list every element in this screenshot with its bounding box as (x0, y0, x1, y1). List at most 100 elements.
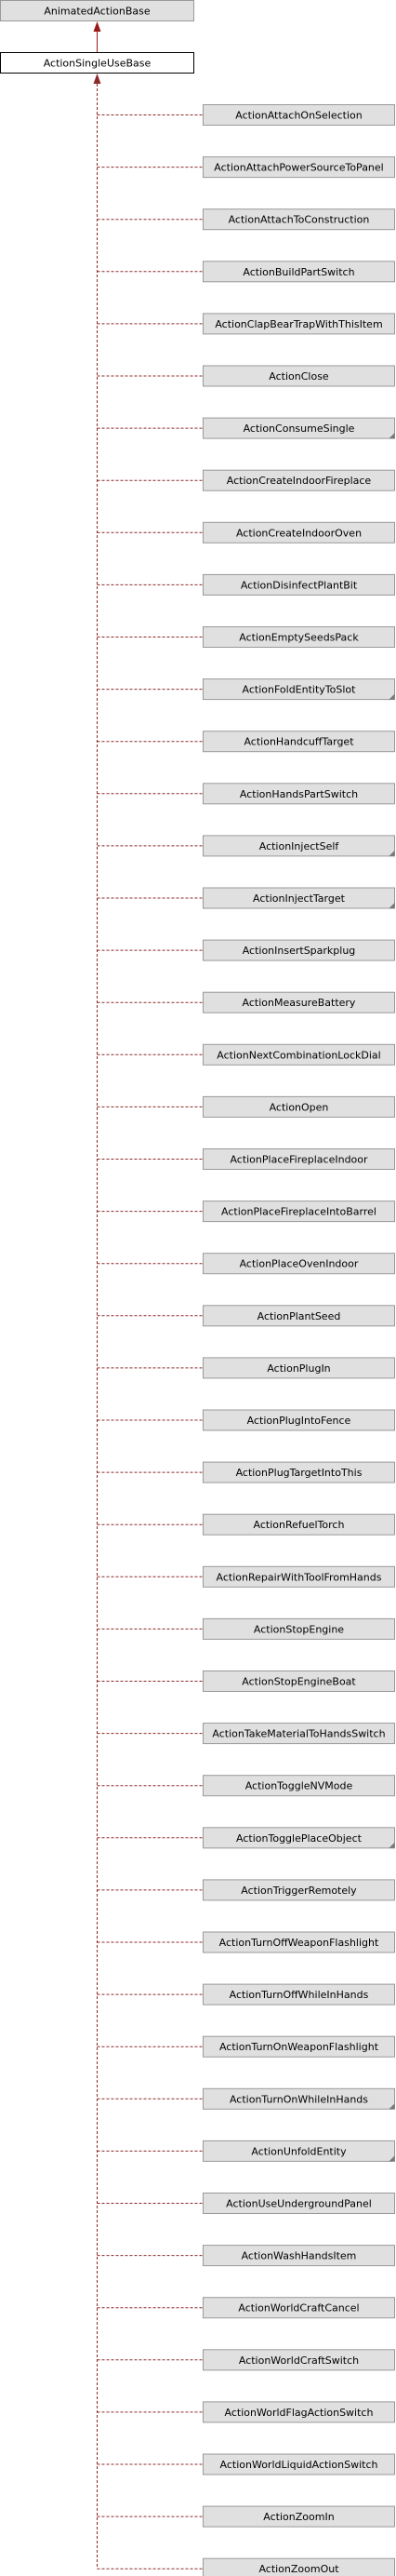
node-box-focused (0, 52, 194, 74)
node-label: ActionConsumeSingle (244, 423, 355, 435)
node-label: ActionWorldLiquidActionSwitch (220, 2459, 378, 2471)
node-derived-class[interactable]: ActionWorldFlagActionSwitch (203, 2401, 395, 2423)
node-label: ActionClose (269, 370, 329, 382)
node-box (203, 1357, 395, 1379)
node-label: ActionDisinfectPlantBit (241, 579, 358, 591)
node-derived-class[interactable]: ActionEmptySeedsPack (203, 626, 395, 648)
node-derived-class[interactable]: ActionZoomOut (203, 2557, 395, 2576)
node-box (203, 1201, 395, 1223)
node-box (203, 2401, 395, 2423)
node-label: ActionCreateIndoorOven (236, 527, 362, 539)
node-box (203, 1253, 395, 1275)
node-derived-class[interactable]: ActionInjectSelf (203, 835, 395, 857)
node-derived-class[interactable]: ActionBuildPartSwitch (203, 261, 395, 283)
node-derived-class[interactable]: ActionPlaceFireplaceIndoor (203, 1148, 395, 1170)
node-action-single-use-base[interactable]: ActionSingleUseBase (0, 52, 194, 74)
node-derived-class[interactable]: ActionTurnOnWhileInHands (203, 2087, 395, 2110)
node-box (203, 1827, 395, 1849)
node-label: ActionUseUndergroundPanel (226, 2198, 372, 2210)
node-derived-class[interactable]: ActionHandcuffTarget (203, 731, 395, 753)
node-box (203, 1775, 395, 1797)
node-label: ActionCreateIndoorFireplace (227, 475, 372, 487)
node-derived-class[interactable]: ActionInjectTarget (203, 887, 395, 909)
node-derived-class[interactable]: ActionPlaceFireplaceIntoBarrel (203, 1201, 395, 1223)
node-label: ActionPlugTargetIntoThis (236, 1467, 363, 1479)
node-derived-class[interactable]: ActionPlugIntoFence (203, 1409, 395, 1431)
node-derived-class[interactable]: ActionTriggerRemotely (203, 1879, 395, 1901)
node-derived-class[interactable]: ActionPlugTargetIntoThis (203, 1461, 395, 1483)
node-box (203, 417, 395, 439)
node-label: ActionPlaceOvenIndoor (240, 1258, 359, 1270)
node-label: ActionSingleUseBase (44, 58, 152, 70)
node-box (203, 2505, 395, 2528)
node-label: ActionTurnOnWhileInHands (230, 2093, 368, 2105)
node-derived-class[interactable]: ActionPlaceOvenIndoor (203, 1253, 395, 1275)
node-label: ActionInjectSelf (259, 840, 340, 852)
node-derived-class[interactable]: ActionPlugIn (203, 1357, 395, 1379)
node-box (203, 1305, 395, 1327)
node-box (203, 2035, 395, 2058)
node-derived-class[interactable]: ActionAttachPowerSourceToPanel (203, 156, 395, 179)
node-derived-class[interactable]: ActionDisinfectPlantBit (203, 573, 395, 596)
node-label: ActionTurnOnWeaponFlashlight (219, 2041, 379, 2053)
node-label: ActionOpen (270, 1101, 329, 1113)
node-box (203, 313, 395, 335)
node-derived-class[interactable]: ActionNextCombinationLockDial (203, 1043, 395, 1066)
node-derived-class[interactable]: ActionAttachOnSelection (203, 104, 395, 126)
derivation-arrowhead (93, 74, 101, 84)
node-label: ActionWorldCraftSwitch (239, 2355, 359, 2367)
node-label: ActionTogglePlaceObject (236, 1832, 363, 1845)
node-label: ActionAttachToConstruction (229, 214, 370, 226)
node-derived-class[interactable]: ActionUseUndergroundPanel (203, 2193, 395, 2214)
node-derived-class[interactable]: ActionWashHandsItem (203, 2245, 395, 2267)
node-derived-class[interactable]: ActionHandsPartSwitch (203, 783, 395, 805)
node-animated-action-base[interactable]: AnimatedActionBase (0, 0, 194, 21)
node-derived-class[interactable]: ActionTurnOffWhileInHands (203, 1983, 395, 2006)
node-label: ActionInsertSparkplug (243, 945, 356, 957)
node-derived-class[interactable]: ActionToggleNVMode (203, 1775, 395, 1797)
node-box (203, 2193, 395, 2214)
node-box (203, 156, 395, 179)
node-box (203, 1513, 395, 1536)
node-derived-class[interactable]: ActionConsumeSingle (203, 417, 395, 439)
node-derived-class[interactable]: ActionZoomIn (203, 2505, 395, 2528)
node-label: ActionRepairWithToolFromHands (217, 1571, 382, 1583)
node-derived-class[interactable]: ActionMeasureBattery (203, 991, 395, 1013)
node-derived-class[interactable]: ActionCreateIndoorOven (203, 521, 395, 543)
node-label: ActionAttachOnSelection (235, 110, 363, 122)
node-derived-class[interactable]: ActionTakeMaterialToHandsSwitch (203, 1723, 395, 1745)
node-label: ActionAttachPowerSourceToPanel (214, 162, 383, 174)
node-derived-class[interactable]: ActionTurnOnWeaponFlashlight (203, 2035, 395, 2058)
node-derived-class[interactable]: ActionStopEngine (203, 1617, 395, 1640)
node-derived-class[interactable]: ActionFoldEntityToSlot (203, 678, 395, 701)
node-derived-class[interactable]: ActionWorldLiquidActionSwitch (203, 2453, 395, 2475)
node-derived-class[interactable]: ActionOpen (203, 1095, 395, 1118)
node-derived-class[interactable]: ActionStopEngineBoat (203, 1670, 395, 1692)
node-derived-class[interactable]: ActionPlantSeed (203, 1305, 395, 1327)
node-label: ActionUnfoldEntity (251, 2145, 347, 2157)
node-box (203, 2349, 395, 2371)
node-derived-class[interactable]: ActionClapBearTrapWithThisItem (203, 313, 395, 335)
node-label: ActionNextCombinationLockDial (217, 1049, 380, 1061)
node-box (203, 991, 395, 1013)
node-derived-class[interactable]: ActionRepairWithToolFromHands (203, 1565, 395, 1588)
node-derived-class[interactable]: ActionRefuelTorch (203, 1513, 395, 1536)
node-derived-class[interactable]: ActionUnfoldEntity (203, 2140, 395, 2162)
node-derived-class[interactable]: ActionCreateIndoorFireplace (203, 469, 395, 491)
node-derived-class[interactable]: ActionAttachToConstruction (203, 208, 395, 231)
node-derived-class[interactable]: ActionClose (203, 365, 395, 387)
node-box (203, 939, 395, 961)
node-derived-class[interactable]: ActionTurnOffWeaponFlashlight (203, 1931, 395, 1953)
node-derived-class[interactable]: ActionWorldCraftCancel (203, 2297, 395, 2319)
node-derived-class[interactable]: ActionTogglePlaceObject (203, 1827, 395, 1849)
node-box (203, 2245, 395, 2267)
node-box (203, 365, 395, 387)
node-box (203, 783, 395, 805)
node-label: ActionPlaceFireplaceIntoBarrel (221, 1206, 376, 1218)
node-derived-class[interactable]: ActionWorldCraftSwitch (203, 2349, 395, 2371)
node-label: ActionFoldEntityToSlot (243, 684, 357, 696)
node-label: ActionZoomOut (258, 2563, 339, 2575)
node-derived-class[interactable]: ActionInsertSparkplug (203, 939, 395, 961)
node-box (203, 2453, 395, 2475)
node-label: ActionBuildPartSwitch (243, 266, 354, 278)
